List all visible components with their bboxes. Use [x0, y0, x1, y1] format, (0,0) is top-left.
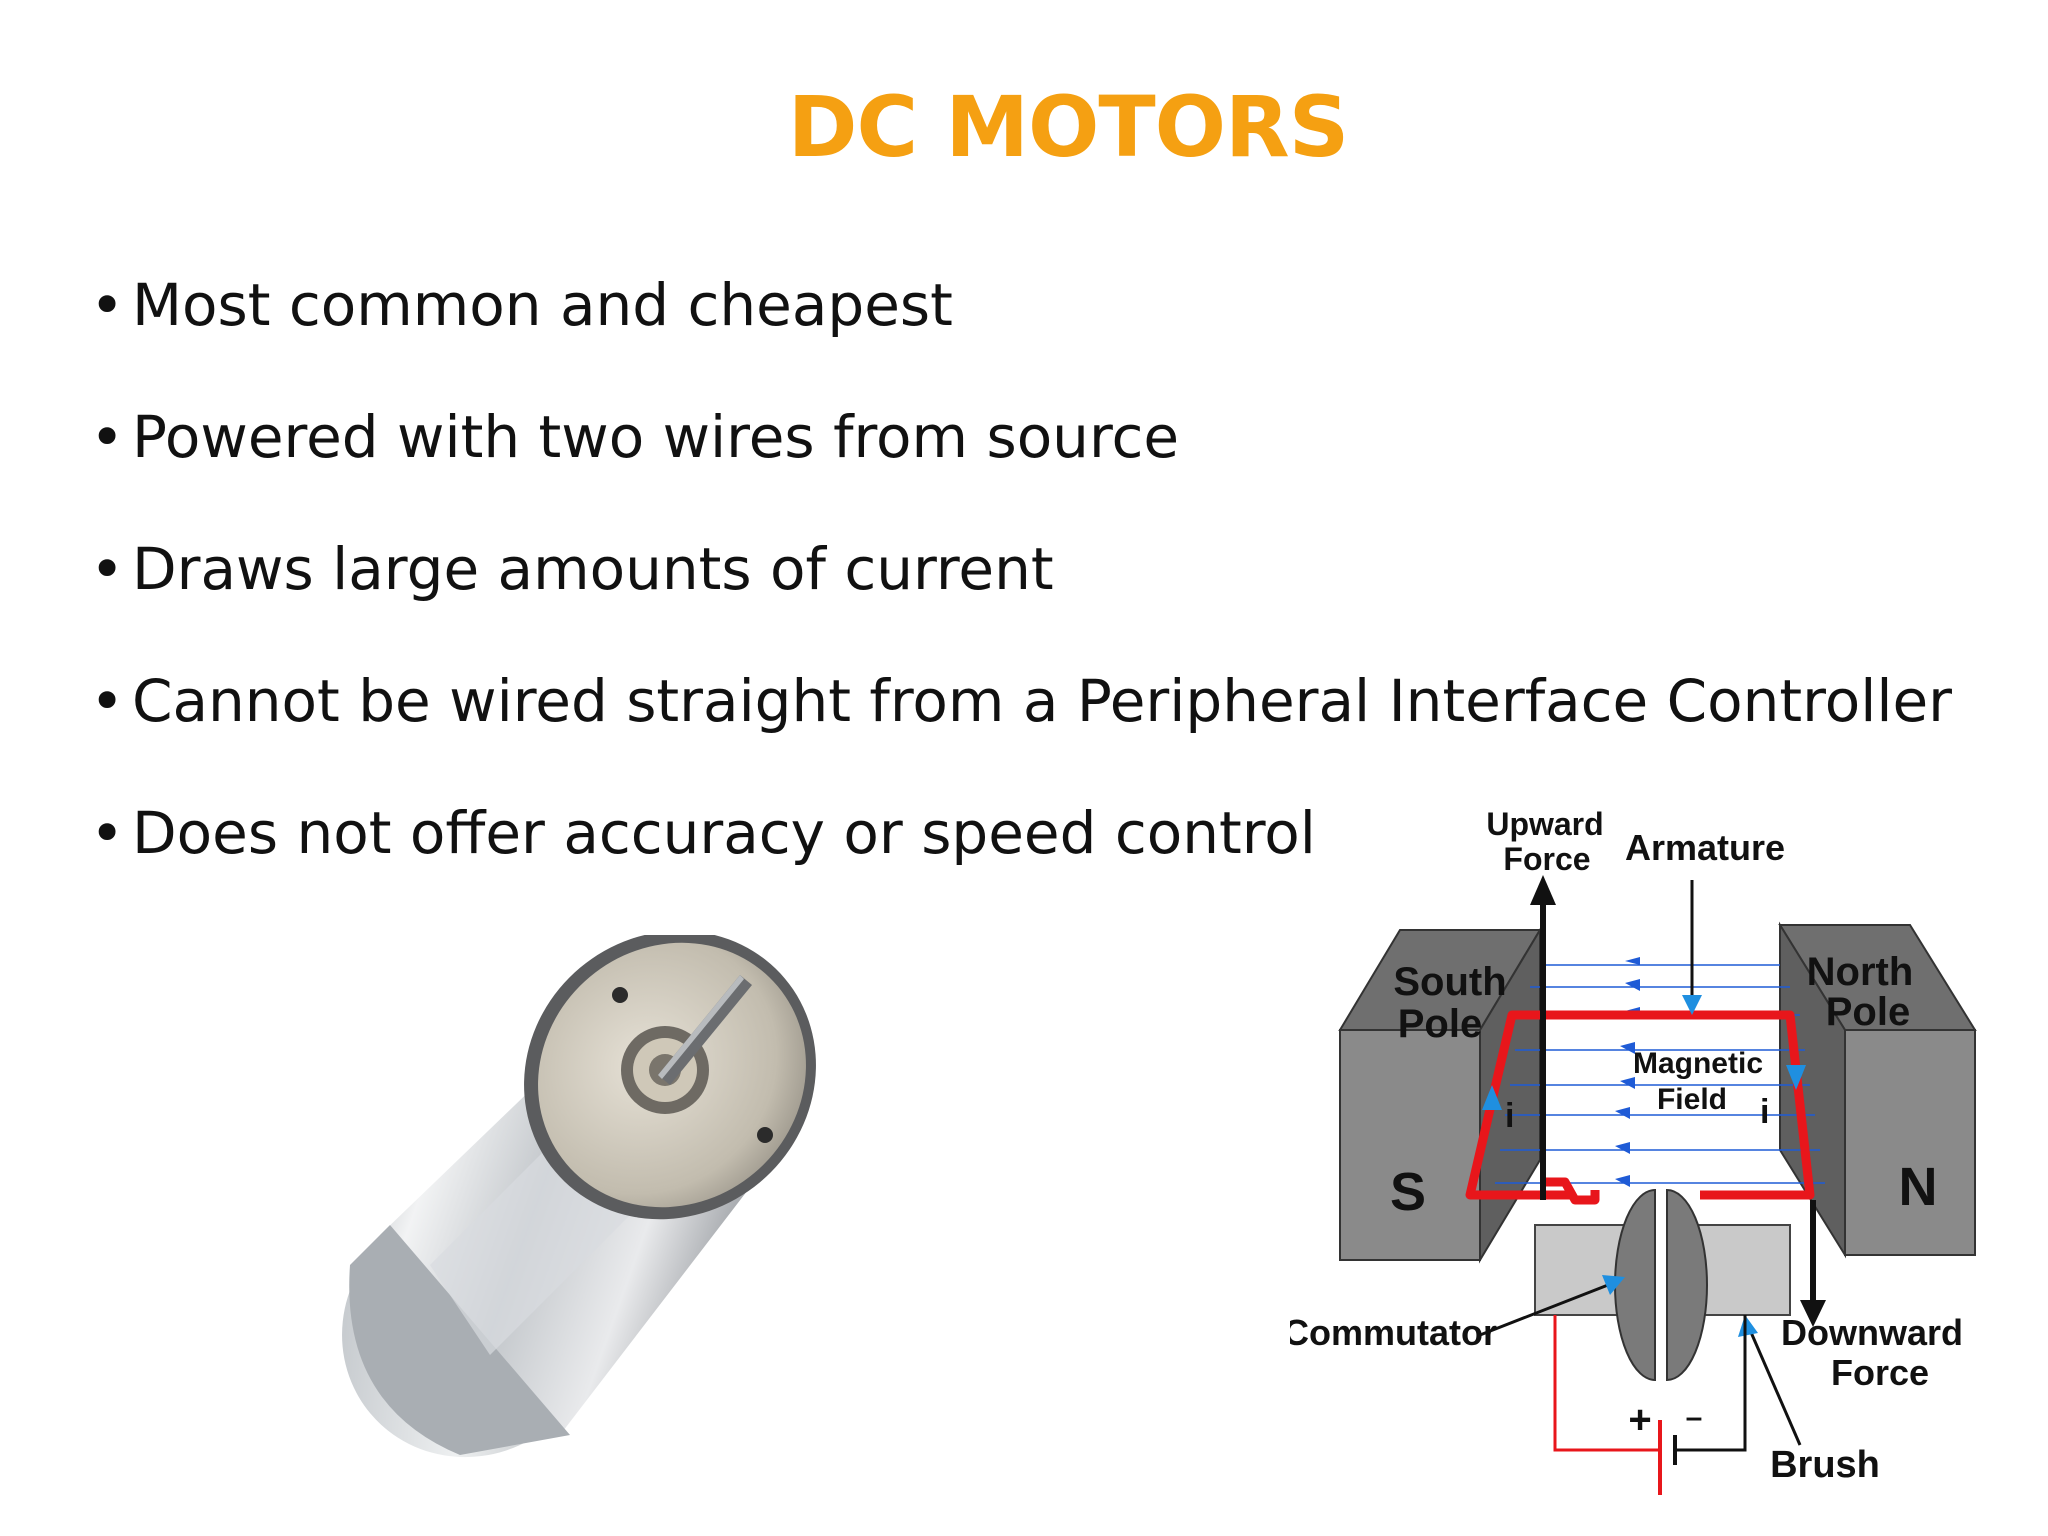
bullet-item: •Powered with two wires from source — [90, 402, 1952, 472]
bullet-text: Cannot be wired straight from a Peripher… — [132, 667, 1952, 735]
south-pole-label-line2: Pole — [1398, 1002, 1482, 1046]
dc-motor-diagram: South Pole S North Pole N — [1290, 806, 1977, 1495]
armature-loop — [1545, 1177, 1600, 1205]
commutator-pointer — [1479, 1283, 1609, 1337]
north-pole-magnet: North Pole N — [1778, 921, 1977, 1259]
magnetic-field-label: Magnetic — [1633, 1047, 1763, 1080]
bullet-item: •Cannot be wired straight from a Periphe… — [90, 666, 1952, 736]
bullet-dot-icon: • — [90, 271, 125, 339]
bullet-dot-icon: • — [90, 403, 125, 471]
armature-pointer-arrowhead-icon — [1682, 995, 1702, 1015]
south-pole-magnet: South Pole S — [1338, 926, 1542, 1264]
downward-force-arrowhead-icon — [1800, 1300, 1826, 1327]
dc-motor-photo — [342, 935, 816, 1458]
armature-loop-path — [1465, 1010, 1815, 1200]
bullet-text: Does not offer accuracy or speed control — [132, 799, 1316, 867]
slide-title: DC MOTORS — [787, 78, 1350, 176]
downward-force-label-line2: Force — [1831, 1352, 1929, 1393]
bullet-text: Most common and cheapest — [132, 271, 953, 339]
downward-force-label: Downward — [1781, 1312, 1963, 1353]
circuit-wire-negative — [1675, 1315, 1747, 1452]
south-pole-label: South — [1393, 960, 1506, 1004]
current-label-left: i — [1505, 1097, 1514, 1135]
upward-force-arrowhead-icon — [1530, 875, 1556, 905]
brush-label: Brush — [1770, 1444, 1880, 1486]
commutator-pointer-arrowhead-icon — [1602, 1275, 1625, 1295]
upward-force-label: Upward — [1486, 806, 1603, 842]
armature-label: Armature — [1625, 827, 1785, 868]
bullet-text: Powered with two wires from source — [132, 403, 1180, 471]
current-label-right: i — [1760, 1093, 1769, 1131]
south-letter: S — [1390, 1162, 1426, 1222]
upward-force-label-line2: Force — [1503, 841, 1590, 877]
north-pole-label: North — [1807, 950, 1914, 994]
bullet-text: Draws large amounts of current — [132, 535, 1054, 603]
north-pole-label-line2: Pole — [1826, 990, 1910, 1034]
brush-pointer-arrowhead-icon — [1738, 1315, 1758, 1337]
current-arrow-right-icon — [1786, 1065, 1806, 1090]
bullet-dot-icon: • — [90, 667, 125, 735]
bullet-item: •Does not offer accuracy or speed contro… — [90, 798, 1952, 868]
bullet-list: •Most common and cheapest •Powered with … — [90, 270, 1952, 930]
commutator — [1614, 1188, 1708, 1382]
bullet-dot-icon: • — [90, 535, 125, 603]
north-letter: N — [1899, 1157, 1938, 1217]
battery-plus-label: + — [1628, 1398, 1651, 1442]
motor-body — [342, 935, 816, 1458]
bullet-dot-icon: • — [90, 799, 125, 867]
battery-minus-label: – — [1686, 1401, 1703, 1434]
commutator-label: Commutator — [1290, 1312, 1497, 1353]
circuit-wire-positive — [1553, 1315, 1660, 1452]
bullet-item: •Most common and cheapest — [90, 270, 1952, 340]
bullet-item: •Draws large amounts of current — [90, 534, 1952, 604]
brush-pointer — [1748, 1329, 1802, 1446]
current-arrow-left-icon — [1482, 1085, 1502, 1110]
magnetic-field-label-line2: Field — [1657, 1083, 1727, 1116]
